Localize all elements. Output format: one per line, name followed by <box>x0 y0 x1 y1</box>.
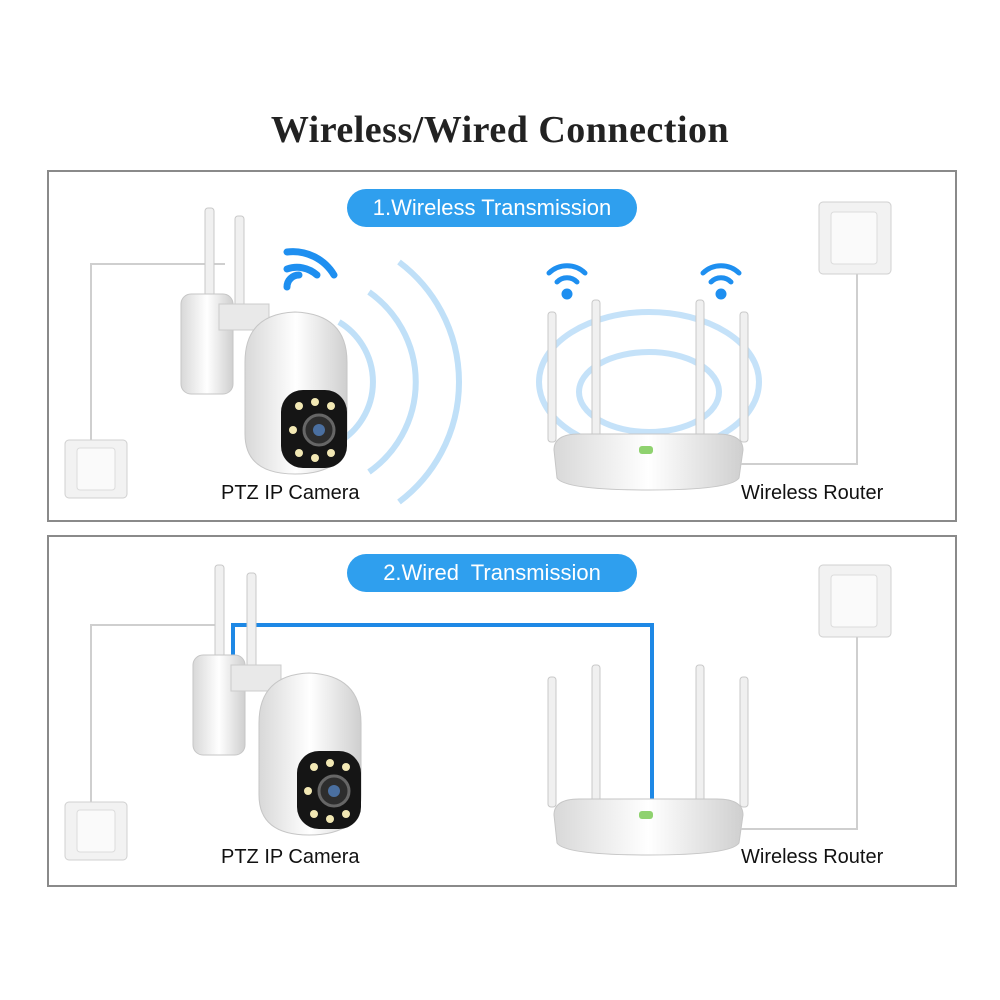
wireless-router <box>547 664 749 856</box>
power-outlet-right <box>818 564 892 638</box>
camera-label: PTZ IP Camera <box>221 482 360 504</box>
wireless-router <box>547 299 749 491</box>
ptz-camera <box>192 564 362 836</box>
camera-label: PTZ IP Camera <box>221 846 360 868</box>
signal-waves-camera <box>337 259 462 505</box>
wifi-icon-router-left <box>546 263 588 300</box>
wired-panel: 2.Wired Transmission PTZ IP Camera Wirel… <box>47 535 957 887</box>
signal-waves-router <box>536 309 762 455</box>
router-label: Wireless Router <box>741 846 884 868</box>
wireless-diagram <box>64 201 892 505</box>
wired-diagram <box>64 564 892 861</box>
wireless-panel: 1.Wireless Transmission PTZ IP Camera Wi… <box>47 170 957 522</box>
wifi-icon-camera <box>283 248 338 291</box>
wired-badge: 2.Wired Transmission <box>347 554 637 592</box>
router-label: Wireless Router <box>741 482 884 504</box>
page-title: Wireless/Wired Connection <box>270 109 730 151</box>
wifi-icon-router-right <box>700 263 742 300</box>
network-cable <box>231 623 654 799</box>
ptz-camera <box>180 207 348 475</box>
power-outlet-left <box>64 801 128 861</box>
wireless-badge: 1.Wireless Transmission <box>347 189 637 227</box>
power-outlet-left <box>64 439 128 499</box>
power-outlet-right <box>818 201 892 275</box>
